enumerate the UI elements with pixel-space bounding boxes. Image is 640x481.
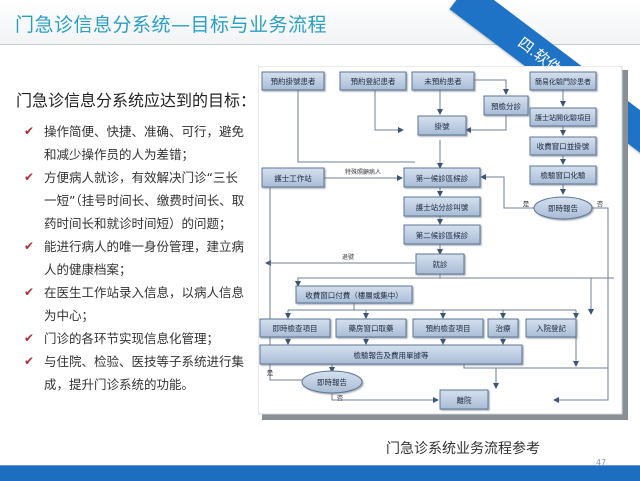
checkmark-icon: ✔ — [24, 331, 35, 345]
node-pharmacy: 藥房窗口取藥 — [335, 318, 407, 338]
svg-text:藥房窗口取藥: 藥房窗口取藥 — [349, 323, 394, 333]
node-nurse-station: 護士工作站 — [261, 167, 325, 188]
node-leave: 離院 — [439, 389, 489, 410]
node-unreserved: 未預約患者 — [411, 71, 475, 91]
page-number: 47 — [596, 458, 607, 467]
goal-item: ✔与住院、检验、医技等子系统进行集成，提升门诊系统的功能。 — [24, 350, 246, 396]
node-reports: 檢驗報告及費用單據等 — [259, 344, 523, 365]
checkmark-icon: ✔ — [24, 124, 35, 138]
page-title: 门急诊信息分系统—目标与业务流程 — [15, 14, 328, 36]
svg-text:治療: 治療 — [496, 323, 511, 333]
node-instant-report-top: 即時報告 — [533, 196, 593, 220]
footer-bar — [0, 465, 640, 481]
svg-text:收費窗口並掛號: 收費窗口並掛號 — [537, 141, 590, 151]
goal-item: ✔操作简便、快捷、准确、可行，避免和减少操作员的人为差错； — [24, 120, 246, 166]
edge-label-special: 特殊照顧病人 — [345, 168, 381, 176]
node-admission: 入院登記 — [525, 318, 577, 338]
svg-text:掛號: 掛號 — [435, 121, 450, 131]
svg-text:第一候診區候診: 第一候診區候診 — [416, 173, 469, 183]
node-reserved-record: 預約登記患者 — [339, 71, 407, 91]
node-fee-register: 收費窗口並掛號 — [529, 136, 597, 156]
node-nurse-lab-items: 護士站開化驗項目 — [529, 107, 597, 127]
node-lab-window: 檢驗窗口化驗 — [529, 165, 597, 185]
node-instant-exam: 即時檢查項目 — [259, 318, 331, 338]
svg-text:預約掛號患者: 預約掛號患者 — [271, 76, 316, 86]
goals-list: ✔操作简便、快捷、准确、可行，避免和减少操作员的人为差错； ✔方便病人就诊，有效… — [24, 120, 246, 396]
node-pay: 收費窗口付費（樓層或集中） — [295, 285, 413, 304]
svg-text:預約登記患者: 預約登記患者 — [351, 76, 396, 86]
edge-label-no-top: 否 — [597, 200, 604, 208]
svg-text:收費窗口付費（樓層或集中）: 收費窗口付費（樓層或集中） — [305, 290, 403, 300]
workflow-diagram: 預約掛號患者 預約登記患者 未預約患者 簡易化驗門診患者 預檢分診 掛號 護士站… — [258, 66, 628, 420]
svg-text:即時檢查項目: 即時檢查項目 — [273, 323, 318, 333]
edge-label-yes-top: 是 — [523, 200, 530, 208]
svg-text:第二候診區候診: 第二候診區候診 — [416, 230, 469, 240]
svg-text:護士工作站: 護士工作站 — [274, 173, 312, 183]
goal-item: ✔门诊的各环节实现信息化管理； — [24, 327, 246, 350]
node-treatment: 治療 — [487, 318, 519, 338]
node-wait2: 第二候診區候診 — [403, 224, 481, 245]
svg-text:即時報告: 即時報告 — [317, 377, 347, 387]
svg-text:簡易化驗門診患者: 簡易化驗門診患者 — [535, 77, 591, 86]
title-bar: 门急诊信息分系统—目标与业务流程 — [0, 0, 640, 45]
svg-text:檢驗窗口化驗: 檢驗窗口化驗 — [541, 170, 586, 180]
checkmark-icon: ✔ — [24, 239, 35, 253]
checkmark-icon: ✔ — [24, 285, 35, 299]
node-simple-lab: 簡易化驗門診患者 — [529, 71, 597, 91]
node-pre-triage: 預檢分診 — [483, 95, 529, 116]
svg-text:預約檢查項目: 預約檢查項目 — [426, 323, 471, 333]
goal-item: ✔能进行病人的唯一身份管理，建立病人的健康档案； — [24, 235, 246, 281]
diagram-caption: 门急诊系统业务流程参考 — [386, 441, 540, 457]
goals-heading: 门急诊信息分系统应达到的目标： — [16, 91, 257, 110]
svg-text:離院: 離院 — [457, 395, 472, 405]
node-nurse-call: 護士站分診叫號 — [403, 196, 481, 217]
edge-label-yes-bottom: 是 — [267, 369, 274, 377]
node-wait1: 第一候診區候診 — [403, 167, 481, 188]
svg-text:未預約患者: 未預約患者 — [424, 76, 462, 86]
node-instant-report-bottom: 即時報告 — [301, 370, 363, 394]
svg-text:就診: 就診 — [433, 259, 448, 269]
checkmark-icon: ✔ — [24, 354, 35, 368]
svg-text:護士站開化驗項目: 護士站開化驗項目 — [535, 113, 591, 122]
svg-text:入院登記: 入院登記 — [536, 323, 566, 333]
node-reserved-reg: 預約掛號患者 — [261, 71, 325, 91]
goal-item: ✔在医生工作站录入信息，以病人信息为中心； — [24, 281, 246, 327]
node-register: 掛號 — [417, 115, 467, 136]
connectors — [265, 79, 614, 403]
node-reserved-exam: 預約檢查項目 — [412, 318, 484, 338]
svg-text:預檢分診: 預檢分診 — [491, 101, 521, 111]
edge-label-return: 退號 — [342, 253, 354, 261]
svg-text:檢驗報告及費用單據等: 檢驗報告及費用單據等 — [354, 350, 429, 360]
node-consult: 就診 — [415, 253, 465, 275]
goal-item: ✔方便病人就诊，有效解决门诊“三长一短”（挂号时间长、缴费时间长、取药时间长和就… — [24, 166, 246, 235]
checkmark-icon: ✔ — [24, 170, 35, 184]
svg-text:即時報告: 即時報告 — [548, 203, 578, 213]
edge-label-no-bottom: 否 — [337, 394, 344, 402]
svg-text:護士站分診叫號: 護士站分診叫號 — [416, 202, 469, 212]
